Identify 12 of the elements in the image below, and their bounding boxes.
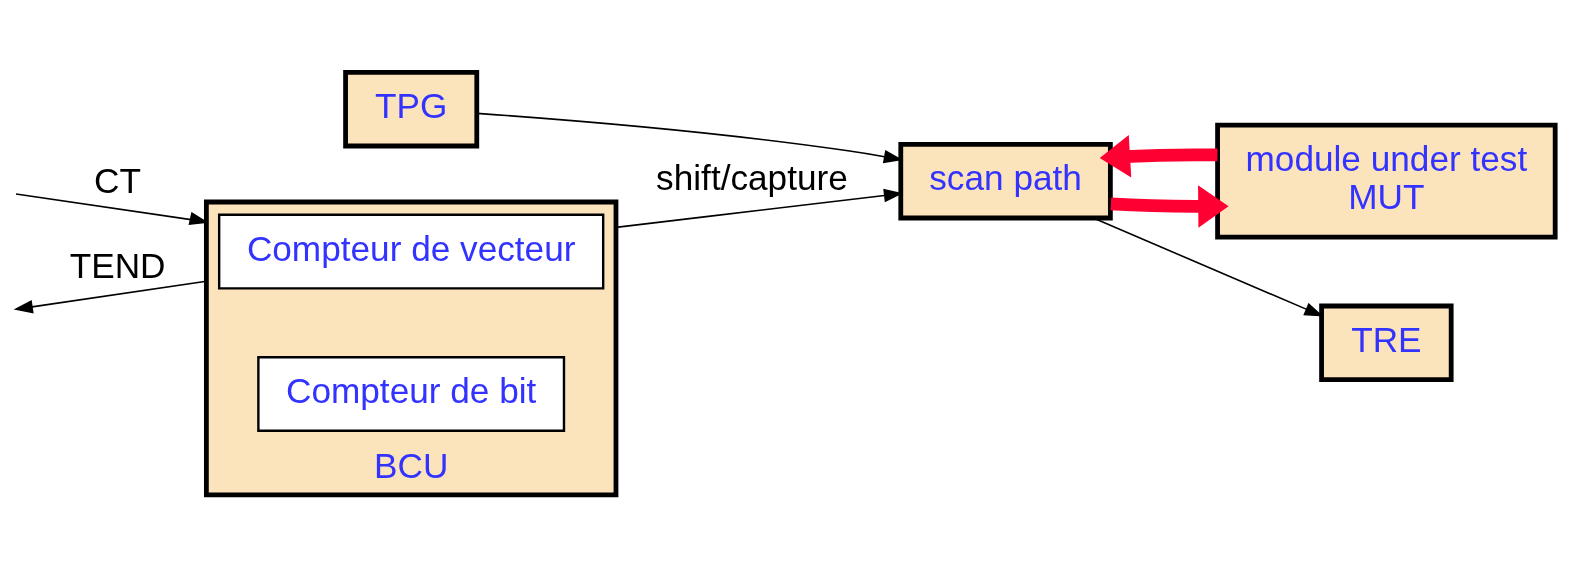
arrow bbox=[1099, 134, 1218, 177]
edge-label: CT bbox=[94, 160, 142, 200]
arrow bbox=[1110, 184, 1229, 228]
node-box: TPG bbox=[343, 69, 480, 148]
node-box: TRE bbox=[1319, 303, 1454, 382]
edge-label: TEND bbox=[69, 245, 166, 285]
node-box: Compteur de bit bbox=[257, 355, 566, 432]
edge-label: shift/capture bbox=[656, 157, 848, 197]
node-box: scan path bbox=[898, 141, 1113, 220]
arrow bbox=[15, 192, 209, 225]
node-box: Compteur de vecteur bbox=[218, 213, 605, 290]
node-box: module under test MUT bbox=[1215, 122, 1558, 240]
